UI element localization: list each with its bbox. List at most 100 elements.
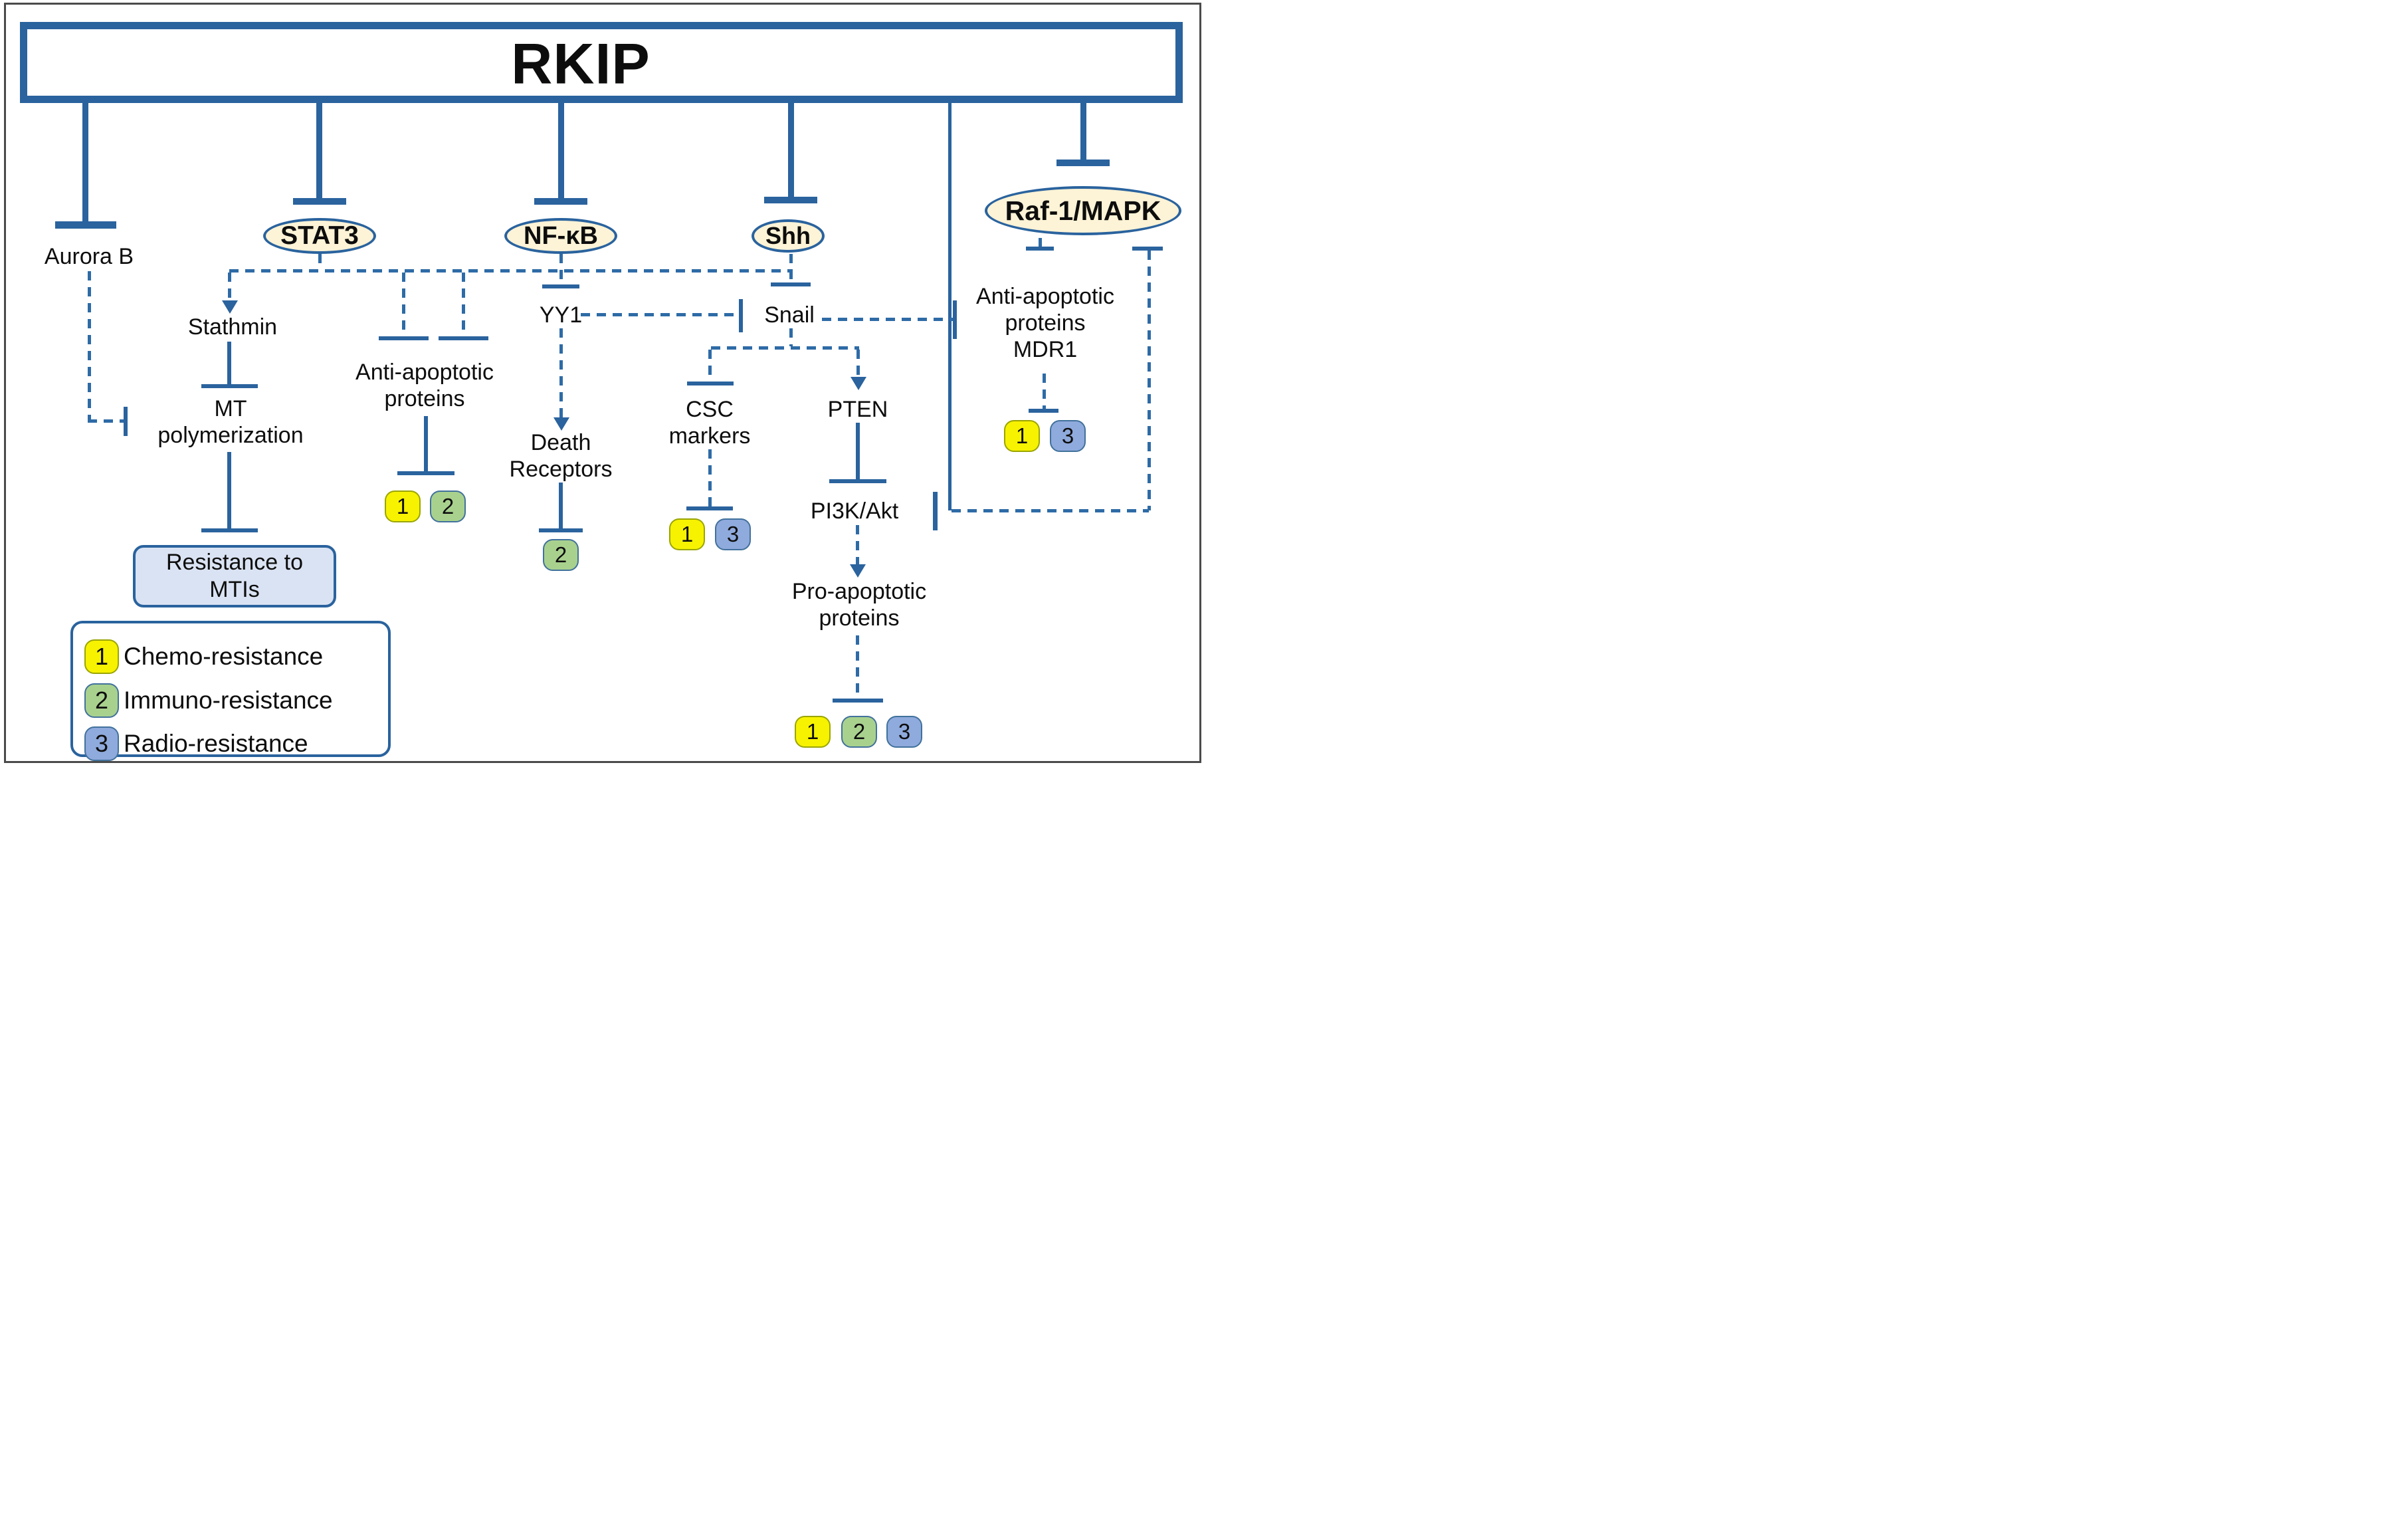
rkip-drop-raf <box>1080 103 1086 160</box>
anti-left-branch1-dash <box>402 273 405 336</box>
badge-num: 1 <box>806 719 819 744</box>
badge-num: 1 <box>680 522 694 546</box>
badge-num: 1 <box>94 643 109 670</box>
inhibit-tick-death-badge <box>539 528 583 532</box>
arrow-to-stathmin <box>222 300 238 314</box>
rkip-drop-nfkb <box>558 103 564 198</box>
anti-right-line2: proteins <box>1005 310 1086 336</box>
stathmin-branch-dash <box>228 273 231 300</box>
anti-left-line2: proteins <box>384 386 465 411</box>
badge-chemo: 1 <box>795 716 831 748</box>
node-pten: PTEN <box>827 396 888 422</box>
badge-chemo: 1 <box>385 491 421 522</box>
legend-label-chemo: Chemo-resistance <box>124 643 324 670</box>
badge-num: 1 <box>1015 423 1029 448</box>
raf-mapk-label: Raf-1/MAPK <box>1005 195 1161 226</box>
node-anti-apoptotic-left: Anti-apoptotic proteins <box>355 359 494 412</box>
death-line2: Receptors <box>509 457 613 482</box>
inhibit-tick-anti-left-1 <box>379 336 429 340</box>
main-dash-line <box>229 269 793 273</box>
shh-label: Shh <box>765 222 811 249</box>
rkip-drop-shh <box>788 103 794 197</box>
raf-down-dash <box>1039 238 1042 247</box>
legend-box: 1 Chemo-resistance 2 Immuno-resistance 3… <box>70 621 391 761</box>
node-pi3k-akt: PI3K/Akt <box>810 498 899 524</box>
badge-num: 2 <box>554 542 567 567</box>
arrow-to-pro-apoptotic <box>850 564 866 578</box>
badge-num: 3 <box>1061 423 1074 448</box>
node-snail: Snail <box>764 302 815 328</box>
pi3k-down-dash <box>856 525 859 564</box>
inhibit-tick-snail-left <box>739 299 743 332</box>
death-inhibit-line <box>559 483 563 528</box>
yy1-snail-dash <box>581 313 739 316</box>
node-mt-polymerization: MT polymerization <box>157 395 303 449</box>
node-yy1: YY1 <box>539 302 583 328</box>
node-anti-apoptotic-mdr1: Anti-apoptotic proteins MDR1 <box>976 283 1114 363</box>
inhibit-tick-snail-top <box>771 282 811 286</box>
badge-immuno: 2 <box>430 491 466 522</box>
rkip-box <box>20 22 1183 103</box>
inhibit-tick-anti-left-badges <box>397 471 454 475</box>
node-stat3: STAT3 <box>263 218 376 254</box>
anti-left-line1: Anti-apoptotic <box>355 359 494 385</box>
node-death-receptors: Death Receptors <box>510 429 613 483</box>
inhibit-tick-shh <box>764 197 817 203</box>
rkip-long-line <box>948 103 952 510</box>
inhibit-tick-aurora-mt <box>124 407 128 436</box>
mt-line2: polymerization <box>157 423 304 448</box>
inhibit-tick-mt <box>201 384 258 388</box>
pro-line1: Pro-apoptotic <box>791 578 927 604</box>
inhibit-tick-raf-loop <box>1132 247 1163 251</box>
badge-num: 1 <box>396 494 409 518</box>
mt-inhibit-line <box>227 452 231 528</box>
death-line1: Death <box>530 429 591 455</box>
snail-right-dash <box>822 318 953 321</box>
mt-line1: MT <box>214 395 247 421</box>
badge-radio: 3 <box>715 518 751 550</box>
csc-down-dash <box>708 449 712 506</box>
pten-inhibit-line <box>856 423 860 479</box>
stathmin-inhibit-line <box>227 342 231 384</box>
arrow-to-death-receptors <box>553 417 569 431</box>
pathway-diagram: RKIP Aurora B STAT3 NF-κB Shh Raf-1/MAPK… <box>0 0 1204 767</box>
yy1-down-dash <box>559 328 563 417</box>
csc-branch-dash <box>708 350 712 382</box>
stat3-label: STAT3 <box>280 221 359 250</box>
rkip-title: RKIP <box>511 32 651 96</box>
badge-immuno: 2 <box>543 539 579 571</box>
inhibit-tick-yy1 <box>542 284 579 288</box>
legend-badge-1: 1 <box>84 639 119 674</box>
badge-num: 2 <box>441 494 454 518</box>
badge-num: 2 <box>853 719 866 744</box>
inhibit-tick-anti-left-2 <box>439 336 488 340</box>
loop-dash-h <box>952 509 1149 512</box>
anti-right-line3: MDR1 <box>1013 337 1078 363</box>
csc-line2: markers <box>668 423 751 449</box>
resistance-line1: Resistance to <box>166 550 303 576</box>
anti-right-line1: Anti-apoptotic <box>976 283 1114 309</box>
resistance-line2: MTIs <box>209 577 260 602</box>
pro-line2: proteins <box>819 605 900 631</box>
inhibit-tick-csc-badges <box>686 506 733 510</box>
badge-num: 3 <box>898 719 911 744</box>
snail-down-dash <box>789 328 793 346</box>
badge-num: 3 <box>726 522 740 546</box>
inhibit-tick-pi3k <box>829 479 886 483</box>
snail-split-dash <box>711 346 859 350</box>
legend-label-immuno: Immuno-resistance <box>124 687 333 714</box>
stat3-down-dash <box>318 254 322 269</box>
inhibit-tick-csc <box>687 382 734 385</box>
nfkb-label: NF-κB <box>524 221 598 250</box>
node-aurora-b: Aurora B <box>44 243 134 269</box>
nfkb-down-dash <box>559 254 563 284</box>
loop-dash-v <box>1148 251 1151 510</box>
node-raf-mapk: Raf-1/MAPK <box>985 186 1181 235</box>
aurora-dash-v <box>88 271 91 419</box>
aurora-dash-h <box>88 419 124 423</box>
inhibit-tick-nfkb <box>534 198 587 205</box>
inhibit-tick-raf <box>1056 160 1110 166</box>
mdr1-down-dash <box>1043 374 1046 409</box>
outer-frame <box>4 3 1201 763</box>
resistance-to-mtis-box: Resistance to MTIs <box>133 545 336 607</box>
